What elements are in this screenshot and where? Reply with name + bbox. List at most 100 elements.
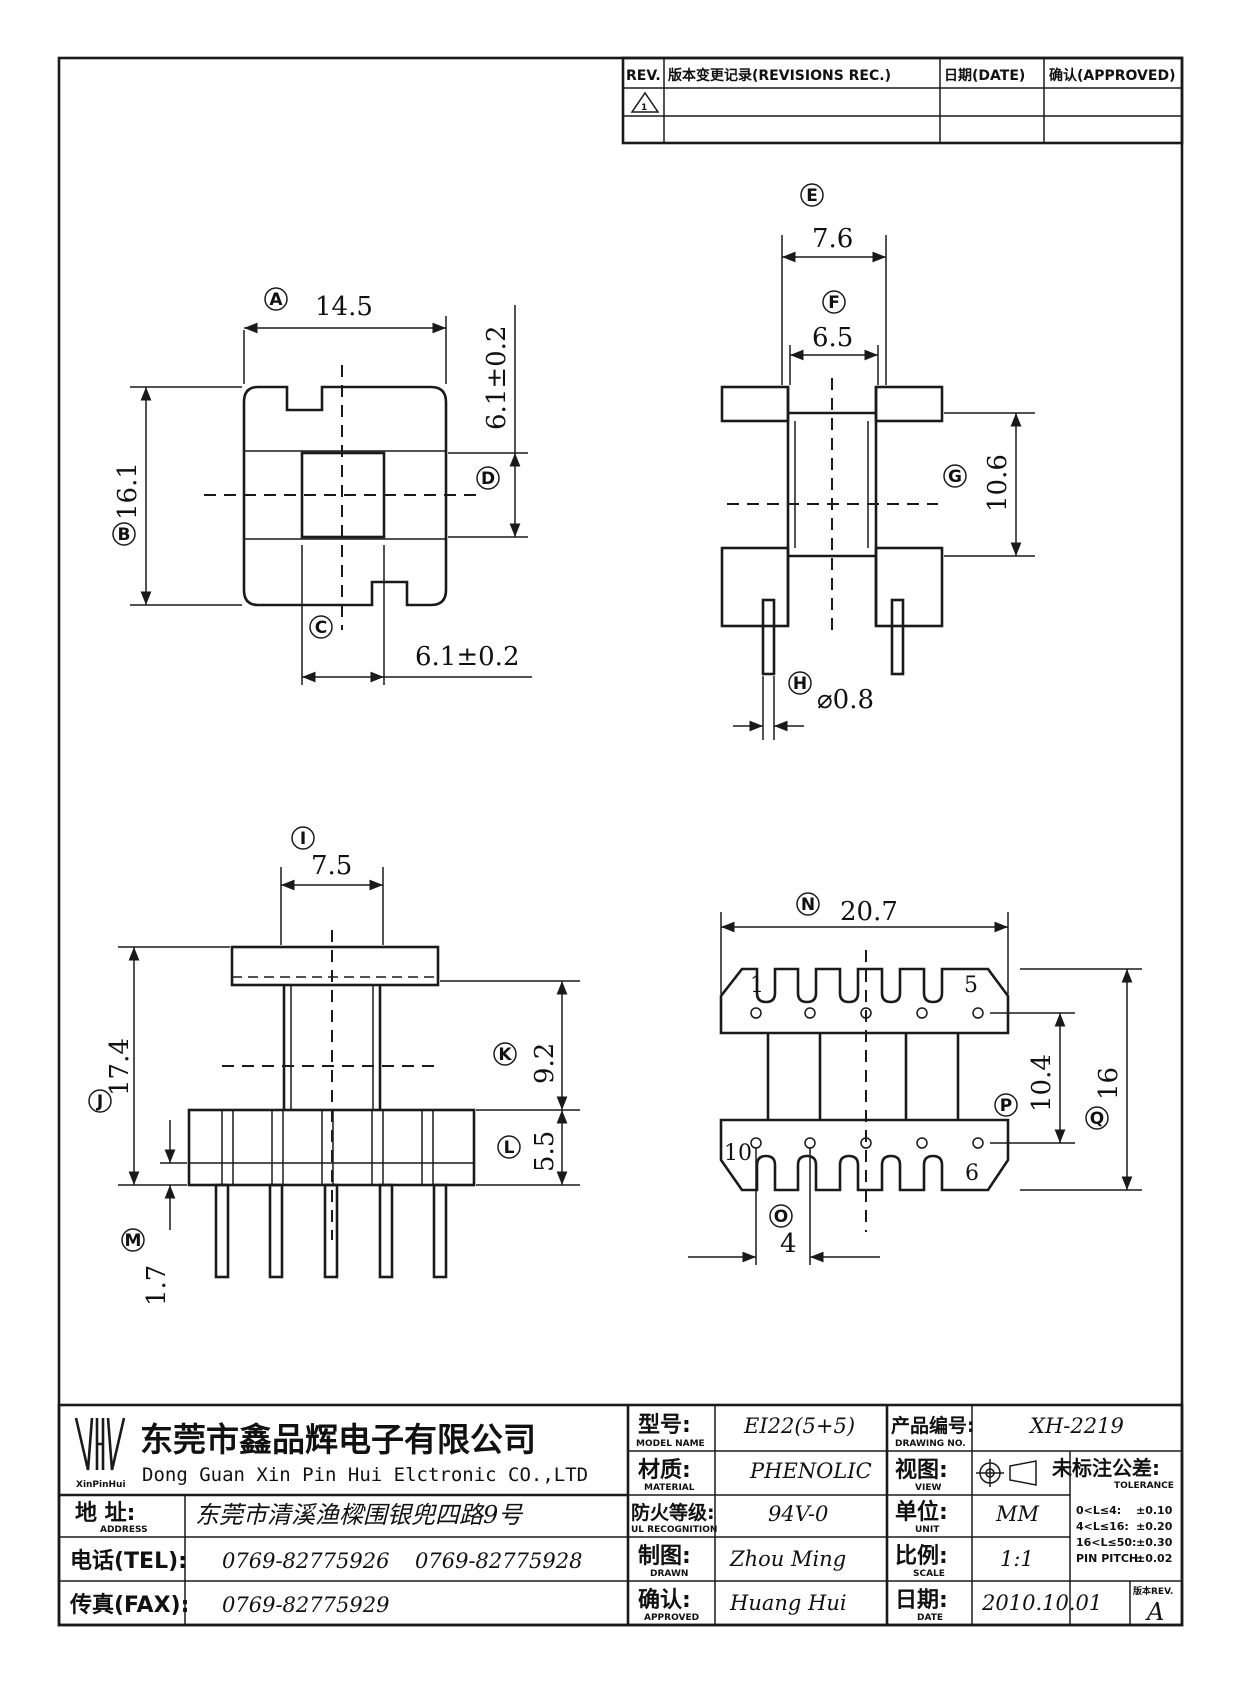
rev-value: A xyxy=(1145,1598,1164,1626)
dim-L-label: L xyxy=(504,1138,515,1158)
dim-B-label: B xyxy=(118,525,131,545)
tolerance-title: 未标注公差: xyxy=(1052,1456,1160,1480)
dim-C-value: 6.1±0.2 xyxy=(415,642,519,672)
drawing-no-label-en: DRAWING NO. xyxy=(895,1439,966,1449)
company-name-cn: 东莞市鑫品辉电子有限公司 xyxy=(140,1420,536,1459)
logo-text: XinPinHui xyxy=(76,1480,126,1490)
pin-holes xyxy=(750,1007,984,1149)
date-label-en: DATE xyxy=(917,1613,943,1623)
dim-P-label: P xyxy=(1000,1096,1012,1116)
dim-K-label: K xyxy=(498,1045,512,1065)
side-view: E 7.6 F 6.5 G 10.6 H ⌀0.8 xyxy=(720,183,1035,740)
dim-M-label: M xyxy=(125,1231,142,1251)
dim-G-label: G xyxy=(948,467,962,487)
front-base-ribs xyxy=(221,1110,434,1185)
front-view: I 7.5 J 17.4 K 9.2 L 5.5 M 1.7 xyxy=(88,826,580,1306)
pin-6-label: 6 xyxy=(965,1161,979,1186)
revision-record-header: 版本变更记录(REVISIONS REC.) xyxy=(668,67,891,84)
tolerance-value-4: ±0.02 xyxy=(1136,1552,1172,1565)
dim-P-value: 10.4 xyxy=(1027,1054,1057,1112)
dim-G-value: 10.6 xyxy=(983,454,1013,512)
drawing-no-label: 产品编号: xyxy=(891,1414,975,1437)
fax-number: 0769-82775929 xyxy=(222,1593,389,1617)
approved-value: Huang Hui xyxy=(729,1591,847,1615)
tolerance-value-1: ±0.10 xyxy=(1136,1504,1173,1517)
dim-N-label: N xyxy=(801,895,815,915)
ul-label: 防火等级: xyxy=(631,1501,715,1524)
dim-E-label: E xyxy=(806,186,818,206)
drawn-label: 制图: xyxy=(638,1544,691,1569)
approved-label: 确认: xyxy=(638,1587,691,1613)
dim-Q-label: Q xyxy=(1090,1109,1104,1129)
dim-D-label: D xyxy=(481,469,495,489)
approved-header: 确认(APPROVED) xyxy=(1049,67,1175,84)
dim-L-value: 5.5 xyxy=(530,1131,560,1172)
revision-triangle-icon xyxy=(630,91,660,113)
drawing-border xyxy=(57,56,1184,1627)
dim-K-value: 9.2 xyxy=(530,1043,560,1084)
tolerance-value-2: ±0.20 xyxy=(1136,1520,1173,1533)
revision-number: 1 xyxy=(641,103,647,113)
dim-O-label: O xyxy=(774,1207,788,1227)
dim-J-label: J xyxy=(96,1092,103,1112)
dim-E-value: 7.6 xyxy=(812,224,853,254)
dim-A-value: 14.5 xyxy=(315,292,373,322)
model-label-en: MODEL NAME xyxy=(636,1439,705,1449)
drawn-value: Zhou Ming xyxy=(729,1547,846,1571)
dim-N-value: 20.7 xyxy=(840,897,898,927)
tolerance-range-1: 0<L≤4: xyxy=(1076,1504,1121,1517)
tel-number-1: 0769-82775926 xyxy=(222,1549,389,1573)
dim-J-value: 17.4 xyxy=(105,1038,135,1096)
model-label: 型号: xyxy=(638,1413,691,1438)
rev-label: 版本REV. xyxy=(1132,1585,1173,1597)
address-value: 东莞市清溪渔樑围银兜四路9号 xyxy=(195,1501,524,1529)
drawn-label-en: DRAWN xyxy=(650,1569,688,1579)
address-label: 地 址: xyxy=(75,1501,135,1526)
model-value: EI22(5+5) xyxy=(743,1414,855,1438)
unit-label-en: UNIT xyxy=(915,1525,940,1535)
dim-I-label: I xyxy=(300,829,306,849)
lower-flange xyxy=(719,1118,1010,1192)
company-name-en: Dong Guan Xin Pin Hui Elctronic CO.,LTD xyxy=(142,1464,588,1486)
date-label: 日期: xyxy=(895,1588,948,1613)
scale-value: 1:1 xyxy=(1000,1547,1034,1571)
dim-F-label: F xyxy=(828,293,840,313)
dim-D-value: 6.1±0.2 xyxy=(482,326,512,430)
drawing-no-value: XH-2219 xyxy=(1028,1414,1124,1438)
company-logo: XinPinHui xyxy=(74,1417,126,1490)
unit-label: 单位: xyxy=(895,1499,948,1525)
view-label-en: VIEW xyxy=(915,1483,941,1493)
tolerance-range-2: 4<L≤16: xyxy=(1076,1520,1129,1533)
unit-value: MM xyxy=(995,1502,1040,1526)
dim-C-label: C xyxy=(315,618,327,638)
address-label-en: ADDRESS xyxy=(100,1525,148,1535)
rev-header: REV. xyxy=(626,68,661,84)
view-label: 视图: xyxy=(895,1457,948,1483)
bottom-view: 1 5 10 6 N 20.7 O 4 P 10.4 Q 16 xyxy=(688,892,1142,1265)
top-view: A 14.5 B 16.1 C 6.1±0.2 D 6.1±0.2 xyxy=(112,287,532,685)
dim-A-label: A xyxy=(269,290,283,310)
material-label-en: MATERIAL xyxy=(644,1483,695,1493)
scale-label-en: SCALE xyxy=(913,1569,945,1579)
dim-M-value: 1.7 xyxy=(142,1265,172,1306)
pin-10-label: 10 xyxy=(724,1141,752,1166)
dim-O-value: 4 xyxy=(780,1229,797,1259)
pin-5-label: 5 xyxy=(964,973,978,998)
upper-flange xyxy=(719,967,1010,1035)
tel-label: 电话(TEL): xyxy=(70,1549,187,1574)
fax-label: 传真(FAX): xyxy=(69,1592,189,1618)
tel-number-2: 0769-82775928 xyxy=(415,1549,582,1573)
tolerance-range-3: 16<L≤50: xyxy=(1076,1536,1136,1549)
projection-symbol-icon xyxy=(976,1459,1037,1487)
approved-label-en: APPROVED xyxy=(644,1613,699,1623)
revision-table: REV. 版本变更记录(REVISIONS REC.) 日期(DATE) 确认(… xyxy=(621,56,1184,145)
material-value: PHENOLIC xyxy=(749,1459,872,1483)
date-value: 2010.10.01 xyxy=(981,1591,1102,1615)
tolerance-range-4: PIN PITCH: xyxy=(1076,1552,1143,1565)
ul-label-en: UL RECOGNITION xyxy=(631,1525,717,1535)
tolerance-label-en: TOLERANCE xyxy=(1114,1481,1174,1491)
dim-I-value: 7.5 xyxy=(311,851,352,881)
pin-1-label: 1 xyxy=(750,973,764,998)
material-label: 材质: xyxy=(638,1458,691,1483)
